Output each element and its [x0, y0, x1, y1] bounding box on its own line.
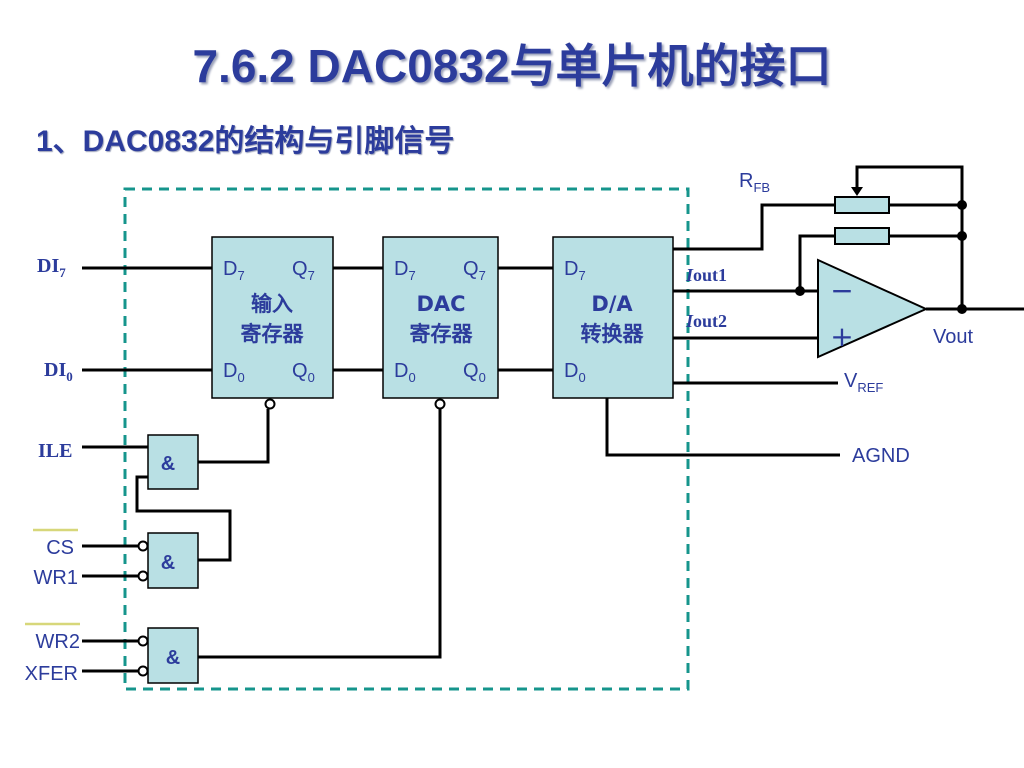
iout2-label: Iout2 — [685, 311, 727, 331]
vref-label: VREF — [844, 370, 883, 395]
wr1-inversion-bubble — [137, 570, 149, 582]
cs-inversion-bubble — [137, 540, 149, 552]
opamp-plus-symbol: + — [830, 320, 853, 353]
dac-reg-name-1: DAC — [416, 292, 465, 316]
iout1-label: Iout1 — [685, 265, 727, 285]
input-register-block — [211, 236, 334, 399]
da-name-2: 转换器 — [581, 322, 645, 346]
input-reg-name-2: 寄存器 — [241, 322, 305, 346]
junction-dot — [957, 200, 967, 210]
dac-reg-d0-label: D0 — [394, 360, 416, 385]
dac-reg-q0-label: Q0 — [463, 360, 486, 385]
and-gate-2 — [147, 532, 199, 589]
xfer-label: XFER — [25, 663, 78, 685]
wr2-label: WR2 — [36, 631, 80, 653]
rfb-wire — [673, 203, 835, 251]
dac-reg-d7-label: D7 — [394, 258, 416, 283]
dac-reg-name-2: 寄存器 — [410, 322, 474, 346]
dac-reg-le-bubble — [434, 398, 446, 410]
rfb-label: RFB — [739, 170, 770, 195]
gate2-to-gate1-wire — [135, 475, 232, 562]
chip-boundary — [123, 187, 690, 691]
internal-resistor-wire — [798, 234, 835, 291]
vout-label: Vout — [933, 326, 973, 348]
op-amp — [817, 258, 929, 359]
and-gate-3 — [147, 627, 199, 684]
rfb-resistor — [834, 196, 890, 214]
input-reg-d7-label: D7 — [223, 258, 245, 283]
input-reg-q0-label: Q0 — [292, 360, 315, 385]
da-converter-block — [552, 236, 674, 399]
gate-2-symbol: & — [161, 552, 175, 574]
gate3-to-dac-reg-le-wire — [198, 409, 442, 659]
internal-resistor — [834, 227, 890, 245]
cs-label: CS — [46, 537, 74, 559]
di7-label: DI7 — [37, 255, 66, 280]
junction-dot — [957, 304, 967, 314]
dac-reg-q7-label: Q7 — [463, 258, 486, 283]
and-gate-1 — [147, 434, 199, 490]
trim-pot-arrow — [851, 187, 863, 196]
opamp-minus-symbol: − — [830, 274, 853, 307]
input-reg-name-1: 输入 — [251, 292, 293, 316]
input-reg-q7-label: Q7 — [292, 258, 315, 283]
gate-1-symbol: & — [161, 453, 175, 475]
da-name-1: D/A — [591, 292, 633, 316]
wr1-label: WR1 — [34, 567, 78, 589]
slide-title: 7.6.2 DAC0832与单片机的接口 — [192, 40, 832, 92]
input-reg-d0-label: D0 — [223, 360, 245, 385]
wr2-inversion-bubble — [137, 635, 149, 647]
junction-dots — [795, 200, 967, 314]
gate1-to-input-reg-le-wire — [198, 409, 270, 464]
xfer-inversion-bubble — [137, 665, 149, 677]
input-reg-le-bubble — [264, 398, 276, 410]
junction-dot — [795, 286, 805, 296]
agnd-label: AGND — [852, 445, 910, 467]
da-d0-label: D0 — [564, 360, 586, 385]
gate-3-symbol: & — [166, 647, 180, 669]
agnd-wire — [605, 398, 840, 457]
slide-subtitle: 1、DAC0832的结构与引脚信号 — [36, 125, 455, 158]
di0-label: DI0 — [44, 359, 73, 384]
dac-register-block — [382, 236, 499, 399]
da-d7-label: D7 — [564, 258, 586, 283]
junction-dot — [957, 231, 967, 241]
ile-label: ILE — [38, 440, 72, 462]
